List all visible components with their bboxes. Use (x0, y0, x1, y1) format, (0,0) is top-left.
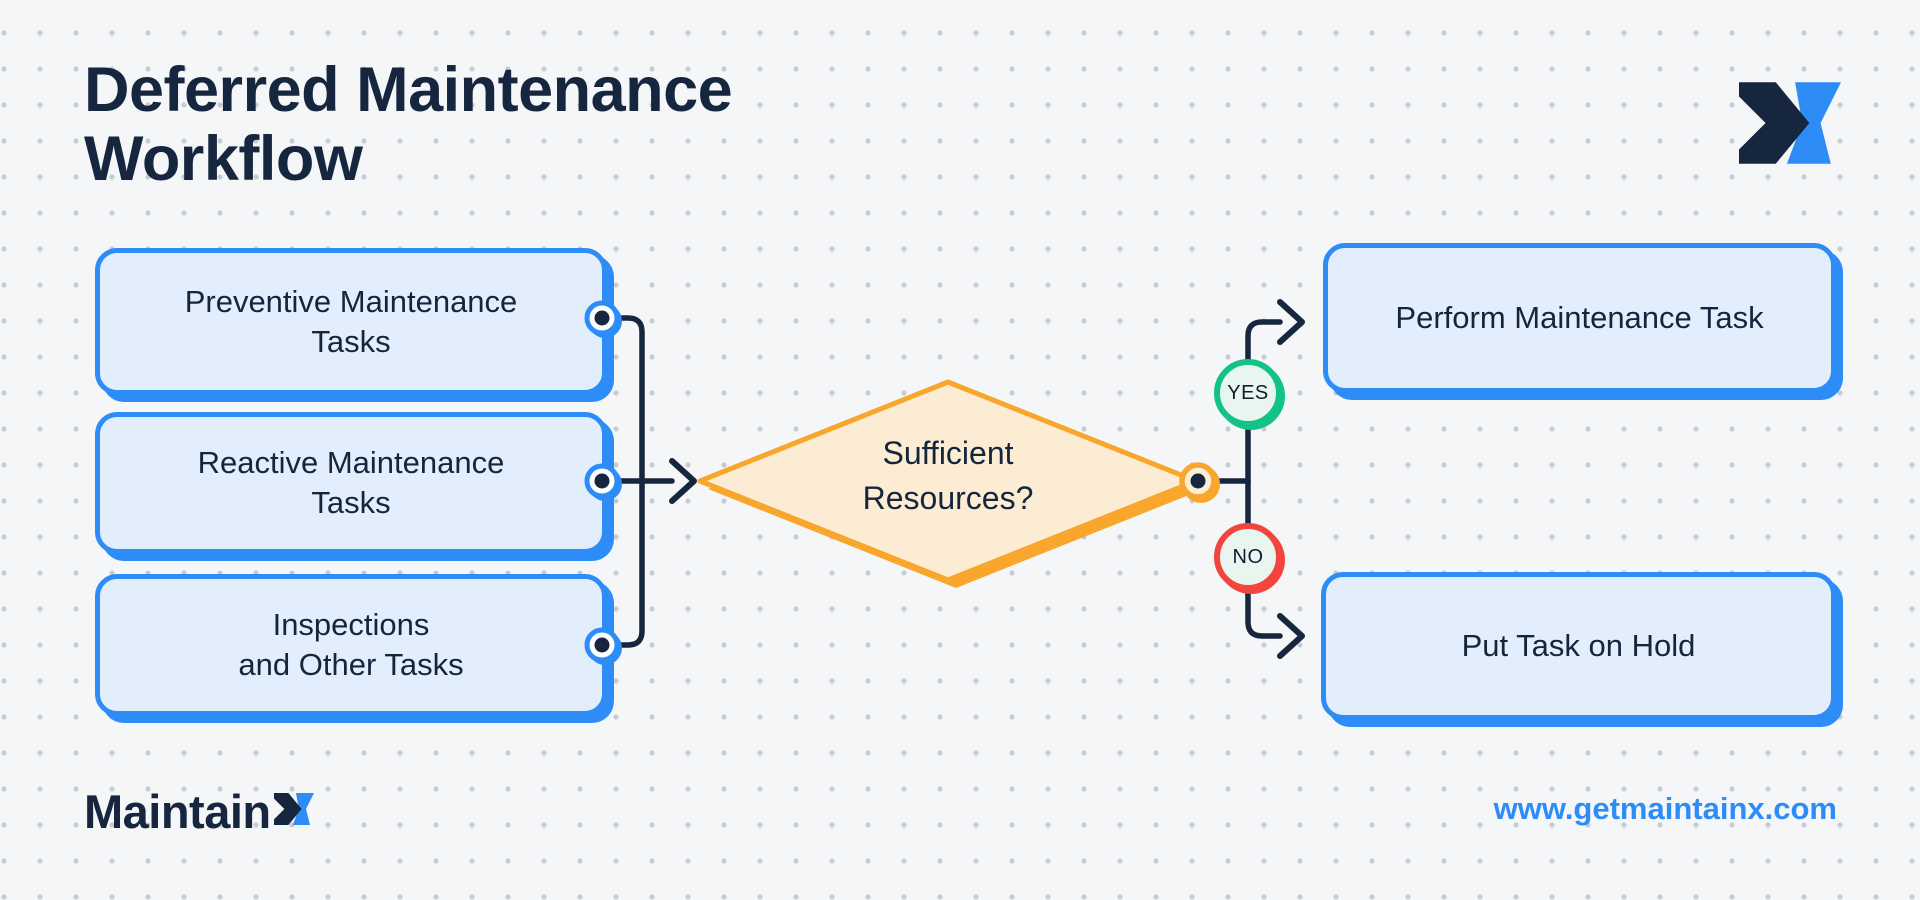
source-box-inspections-label-line1: Inspections (272, 607, 430, 643)
logo-navy-chevron (1739, 82, 1810, 164)
yes-arrow-icon (1277, 299, 1305, 345)
to-decision-arrow-icon (669, 458, 697, 504)
no-badge: NO (1213, 543, 1283, 571)
no-badge-label: NO (1232, 545, 1264, 568)
outcome-box-perform: Perform Maintenance Task (1323, 243, 1836, 393)
decision-label: Sufficient Resources? (798, 431, 1098, 522)
source-box-inspections: Inspections and Other Tasks (95, 574, 607, 716)
source-box-preventive-label-line2: Tasks (311, 323, 391, 359)
source-box-reactive-label-line1: Reactive Maintenance (197, 445, 505, 481)
yes-badge-label: YES (1227, 381, 1269, 404)
page-title: Deferred Maintenance Workflow (84, 55, 733, 195)
no-arrow-icon (1277, 613, 1305, 659)
website-link[interactable]: www.getmaintainx.com (1493, 791, 1837, 826)
source-box-preventive: Preventive Maintenance Tasks (95, 248, 607, 395)
source-box-inspections-label-line2: and Other Tasks (238, 647, 464, 682)
outcome-box-hold-label: Put Task on Hold (1461, 628, 1696, 664)
brand-wordmark-text: Maintain (84, 785, 271, 838)
page-title-line2: Workflow (84, 124, 363, 195)
source-box-preventive-label-line1: Preventive Maintenance (184, 283, 518, 319)
source-box-reactive-label-line2: Tasks (311, 485, 391, 520)
brand-x-icon (273, 793, 314, 825)
outcome-box-perform-label: Perform Maintenance Task (1395, 300, 1764, 336)
decision-label-line1: Sufficient (882, 435, 1014, 471)
brand-wordmark: Maintain (84, 784, 314, 839)
outcome-box-hold: Put Task on Hold (1321, 572, 1836, 720)
maintainx-logo-icon (1739, 82, 1841, 164)
logo-blue-stroke (1786, 82, 1841, 164)
yes-badge: YES (1213, 379, 1283, 407)
connector-node-decision (1179, 462, 1220, 503)
page-title-line1: Deferred Maintenance (84, 55, 733, 125)
merge-line (599, 315, 645, 648)
source-box-reactive: Reactive Maintenance Tasks (95, 412, 607, 554)
decision-label-line2: Resources? (862, 480, 1034, 517)
